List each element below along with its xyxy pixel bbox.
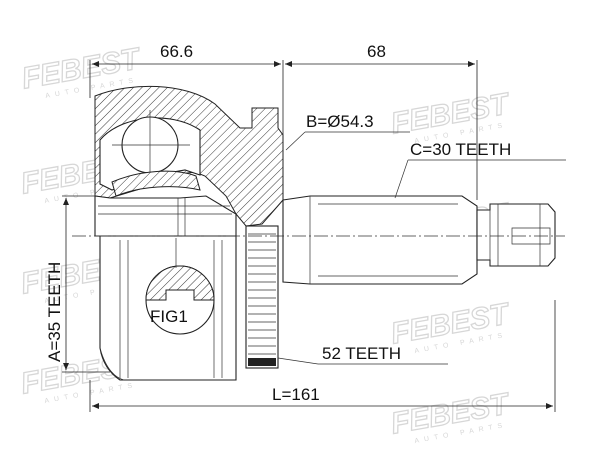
abs-ring-label: 52 TEETH: [322, 344, 401, 363]
left-dimension: A=35 TEETH: [45, 195, 110, 373]
outer-housing: [94, 85, 284, 227]
thread-diameter-label: B=Ø54.3: [306, 112, 374, 131]
stub-shaft: [282, 195, 556, 285]
abs-teeth: [248, 233, 276, 355]
callouts: B=Ø54.3 C=30 TEETH 52 TEETH: [277, 112, 566, 365]
outer-spline-leader: [394, 159, 409, 199]
abs-ring-leader: [277, 357, 319, 365]
threaded-tip: [476, 203, 556, 267]
fig1-detail: FIG1: [145, 238, 215, 335]
body-curve: [99, 347, 125, 381]
thread-diameter-leader: [285, 131, 306, 151]
abs-ring: [245, 225, 279, 369]
dim-left-width-label: 66.6: [160, 42, 193, 61]
fig1-label: FIG1: [150, 307, 188, 326]
cotter-hole: [511, 227, 551, 245]
inner-race: [94, 195, 237, 237]
abs-ring-body: [245, 225, 279, 369]
fig1-hatch: [145, 265, 215, 301]
inner-spline-label: A=35 TEETH: [45, 262, 64, 362]
bottom-dimension: L=161: [89, 300, 556, 412]
abs-ring-base: [248, 358, 276, 366]
shaft-body: [282, 195, 478, 285]
outer-spline-label: C=30 TEETH: [410, 140, 511, 159]
top-dimensions: 66.6 68: [89, 42, 478, 200]
dim-right-width-label: 68: [367, 42, 386, 61]
total-length-label: L=161: [272, 385, 320, 404]
cage: [111, 170, 201, 197]
